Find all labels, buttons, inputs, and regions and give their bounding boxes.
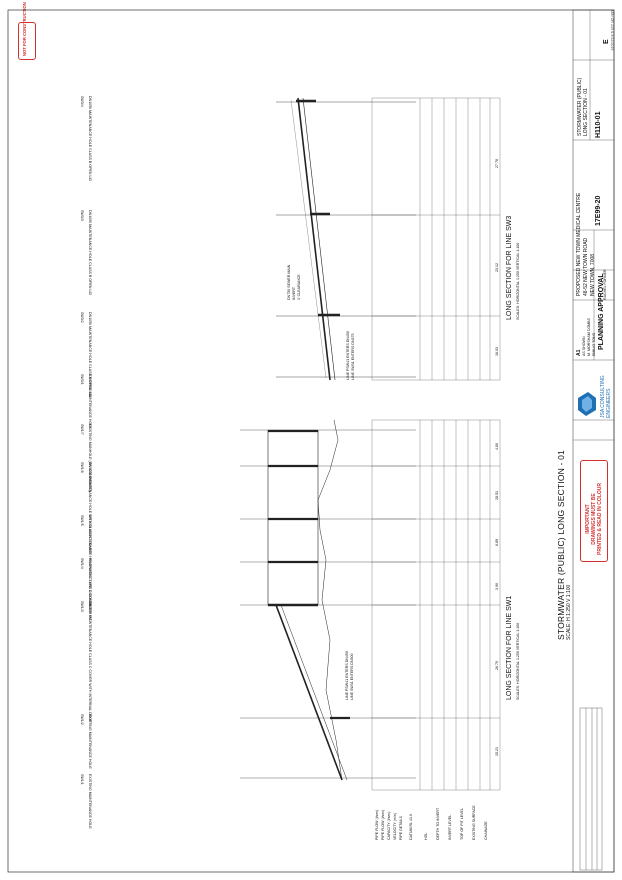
sw1-pipe-note-1: LINE PSW41 ENTERS DN450 [345,651,349,700]
colour-warning-stamp: IMPORTANT DRAWINGS MUST BE PRINTED & REA… [580,460,608,562]
sheet-title-2: LONG SECTION - 01 [583,88,589,136]
sw1-title: LONG SECTION FOR LINE SW1 [506,595,513,700]
sw1-scales: SCALES: HORIZONTAL 1:250 VERTICAL 1:100 [516,622,520,700]
colour-warning-text: IMPORTANT DRAWINGS MUST BE PRINTED & REA… [585,483,603,555]
pit-id-sw1-7: SW1/7 [80,424,84,435]
scale-value: AS SHOWN [582,336,586,356]
sewer-note-2: INVERT [292,286,296,300]
drawing-scale: SCALE: H 1:250 V 1:100 [566,584,572,640]
pit-id-sw3-1: SW3/1 [80,374,84,385]
drawing-number: H110-01 [595,111,602,138]
project-number: 17E99-20 [595,195,602,226]
not-for-construction-text: NOT FOR CONSTRUCTION [22,2,27,56]
title-block-lines [573,10,614,871]
sw3-chainage-2: 23.12 [495,263,499,272]
approved-by: RACHEL FORNER [603,269,607,300]
drawing-title: STORMWATER (PUBLIC) LONG SECTION - 01 [556,449,566,640]
sw1-chainage-1: 15.21 [495,747,499,756]
sw3-pipe-note-2: LINE SW31 ENTERS DN375 [351,333,355,380]
row-label-datum: DATUM RL 41.0 [409,814,413,840]
print-stamp: MIN OR 219 & 5/12/2019 [610,10,614,51]
pit-id-sw1-6: SW1/6 [80,462,84,473]
sw3-pipe-note-1: LINE PSW41 ENTERS DN450 [346,331,350,380]
sewer-note-1: DN750 SEWER MAIN [287,264,291,300]
warning-line-3: PRINTED & READ IN COLOUR [597,483,603,555]
sw3-title: LONG SECTION FOR LINE SW3 [506,215,513,320]
row-label-velocity: VELOCITY (m/s) [393,813,397,840]
sw3-chainage-3: 27.78 [495,159,499,168]
not-for-construction-stamp: NOT FOR CONSTRUCTION [18,2,36,60]
drawn-by: M. MORSHAM COMBS [587,318,591,356]
sw1-chainage-5: 28.51 [495,491,499,500]
sewer-note-3: 1' CLEARANCE [297,274,301,300]
project-suburb: NEW TOWN, 7008 [590,253,596,296]
revision: E [603,39,610,44]
sw1-table [371,419,501,791]
sw1-chainage-3: 3.90 [495,583,499,590]
sw1-pipe-note-2: LINE SW31 ENTERS DN300 [350,653,354,700]
sw3-profile [276,97,416,381]
designed-by: EMILIO TONG [592,332,596,356]
row-label-pipe-details: PIPE DETAILS [399,816,403,840]
row-label-capacity: CAPACITY (l/sec) [387,811,391,840]
company-name-2: ENGINEERS [606,388,612,418]
row-label-existing-surface: EXISTING SURFACE [472,805,476,840]
row-label-depth: DEPTH TO INVERT [436,807,440,840]
pit-label-sw3-1: EXISTING MAINTENANCE HOLE [88,374,92,429]
sw3-scales: SCALES: HORIZONTAL 1:250 VERTICAL 1:100 [516,242,520,320]
row-label-hgl: HGL [424,832,428,840]
sw3-chainage-1: 16.03 [495,347,499,356]
pit-id-sw1-4: SW1/4 [80,558,84,569]
sw1-profile [240,419,416,781]
sw1-chainage-2: 26.70 [495,661,499,670]
sw3-table [371,97,501,381]
row-label-chainage: CHAINAGE [484,821,488,840]
sw1-chainage-4: 6.89 [495,539,499,546]
pit-id-sw1-2: SW1/2 [80,714,84,725]
pit-id-sw1-5: SW1/5 [80,515,84,526]
sw1-chainage-6: 4.80 [495,443,499,450]
pit-id-sw3-3: SW3/3 [80,210,84,221]
pit-id-sw1-1: SW1/1 [80,774,84,785]
pit-label-sw1-1: EXISTING MAINTENANCE HOLE [88,774,92,829]
pit-id-sw3-4: SW3/4 [80,96,84,107]
pit-label-sw3-4: DN1050 MAINTENANCE HOLE CLASS B OPEN LID [88,96,92,182]
pit-label-sw1-2: EXISTING MAINTENANCE HOLE [88,714,92,769]
pit-id-sw1-3: SW1/3 [80,601,84,612]
row-label-pipe-flow-1: PIPE FLOW (l/sec) [375,809,379,840]
pit-label-sw3-3: DN1050 MAINTENANCE HOLE CLASS B OPEN LID [88,210,92,296]
row-label-pipe-flow-2: PIPE FLOW (l/sec) [381,809,385,840]
row-label-top-of-pit: TOP OF PIT LEVEL [460,808,464,840]
row-label-invert: INVERT LEVEL [448,814,452,840]
project-name: PROPOSED NEW TOWN MEDICAL CENTRE [576,192,582,296]
project-address: 48-52 NEW TOWN ROAD [583,237,589,296]
pit-id-sw3-2: SW3/2 [80,312,84,323]
pit-label-sw1-3: DN1050 MAINTENANCE HOLE CLASS C COVER WI… [88,601,92,723]
